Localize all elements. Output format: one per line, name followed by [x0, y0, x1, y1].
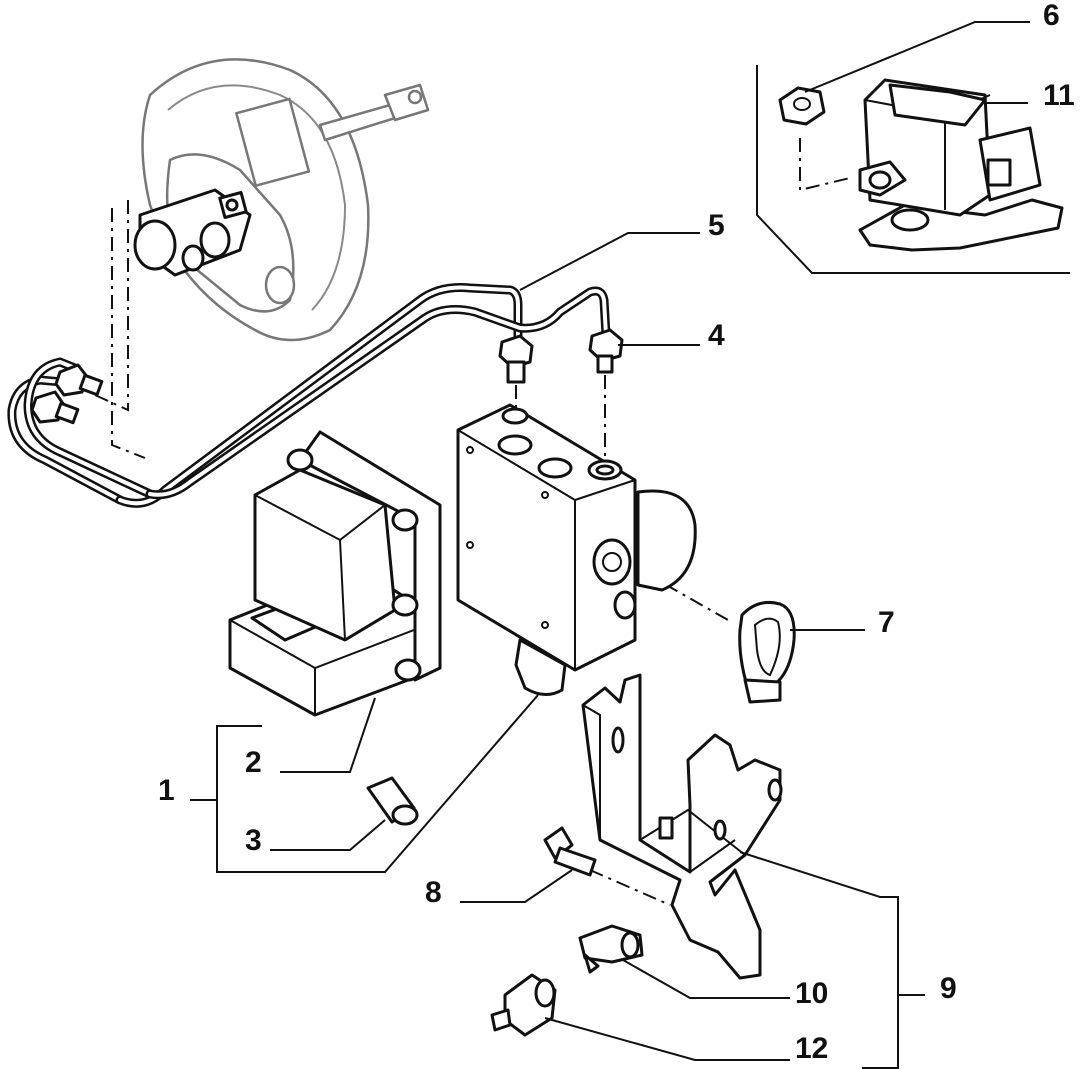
pressure-sensor [490, 973, 557, 1037]
leader-lines [190, 21, 1030, 1069]
abs-hydraulic-unit [456, 403, 697, 696]
callout-3: 3 [245, 824, 262, 857]
callout-2: 2 [245, 746, 262, 779]
mounting-bracket [581, 673, 783, 980]
assembly-line-bolt [589, 869, 671, 906]
brake-servo-assembly [133, 58, 430, 342]
assembly-line-nut [799, 138, 851, 192]
callout-10: 10 [795, 977, 828, 1010]
assembly-line-connector [639, 569, 729, 621]
assembly-line-servo-1 [111, 208, 146, 459]
speed-sensor [578, 924, 644, 974]
assembly-line-servo-2 [94, 200, 129, 412]
yaw-sensor-inset [756, 65, 1070, 274]
callout-8: 8 [425, 876, 442, 909]
plug-cap [366, 776, 419, 826]
callout-6: 6 [1043, 0, 1060, 32]
brake-pipes [7, 283, 611, 508]
callout-12: 12 [795, 1032, 828, 1065]
callout-5: 5 [708, 209, 725, 242]
pipe-union-servo-side [30, 363, 104, 425]
pipe-union-fittings [498, 328, 624, 384]
callout-9: 9 [940, 972, 957, 1005]
connector-seal [738, 600, 796, 704]
abs-control-module [228, 430, 442, 717]
callout-7: 7 [878, 606, 895, 639]
callout-4: 4 [708, 319, 725, 352]
callout-1: 1 [158, 774, 175, 807]
callout-11: 11 [1043, 79, 1075, 112]
bolt [543, 826, 597, 877]
